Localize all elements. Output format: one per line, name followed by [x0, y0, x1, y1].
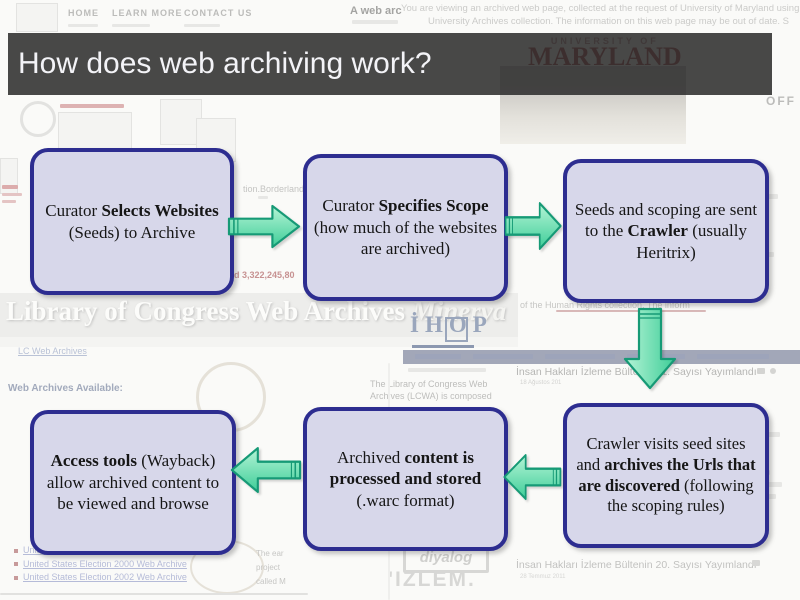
nav-contact: CONTACT US	[184, 8, 253, 18]
red-heading	[60, 104, 124, 108]
nav-subtext	[112, 24, 150, 27]
flow-box-curator-specifies: Curator Specifies Scope (how much of the…	[303, 154, 508, 301]
print-icon	[757, 368, 765, 374]
arrow-left-icon	[230, 446, 302, 494]
minerva-note-3: called M	[256, 577, 286, 586]
flow-box-content-stored: Archived content is processed and stored…	[303, 407, 508, 551]
breadcrumb-line	[408, 368, 486, 372]
arrow-down-icon	[623, 307, 677, 390]
arrow-left-icon	[503, 453, 562, 501]
minerva-note-2: project	[256, 563, 281, 572]
divider	[0, 593, 308, 595]
slide-title: How does web archiving work?	[18, 47, 432, 80]
borderlands-text: tion.Borderlands	[243, 184, 309, 194]
flow-box-text: Access tools (Wayback) allow archived co…	[46, 451, 220, 514]
flow-box-text: Seeds and scoping are sent to the Crawle…	[574, 199, 758, 262]
nav-subtext	[68, 24, 98, 27]
human-rights-fragment: of the Human Rights collection. The info…	[520, 300, 690, 310]
off-text: OFF	[766, 94, 796, 108]
print-icon	[752, 560, 760, 566]
title-bar: How does web archiving work?	[8, 33, 772, 95]
thumbnail	[58, 112, 132, 154]
flow-box-seeds-to-crawler: Seeds and scoping are sent to the Crawle…	[563, 159, 769, 303]
arrow-right-icon	[227, 204, 301, 249]
archive-notice-line2: University Archives collection. The info…	[428, 16, 790, 27]
lc-web-archives-link: LC Web Archives	[18, 346, 87, 356]
bulletin-20-title: İnsan Hakları İzleme Bültenin 20. Sayısı…	[516, 559, 757, 571]
flow-box-crawler-visits: Crawler visits seed sites and archives t…	[563, 403, 769, 548]
flow-box-curator-selects: Curator Selects Websites (Seeds) to Arch…	[30, 148, 234, 295]
archive-notice-line1: You are viewing an archived web page, co…	[401, 3, 800, 14]
bulletin-21-date: 18 Ağustos 201	[520, 380, 562, 386]
nav-home: HOME	[68, 8, 99, 18]
text-line	[258, 196, 268, 199]
share-icon	[770, 368, 776, 374]
loc-desc-line2: Archives (LCWA) is composed	[370, 391, 492, 401]
ihop-logo-box	[445, 317, 468, 342]
arrow-right-icon	[504, 202, 562, 250]
list-item: United States Election 2002 Web Archive	[14, 571, 196, 585]
minerva-note-1: The ear	[256, 549, 284, 558]
flow-box-text: Curator Specifies Scope (how much of the…	[313, 196, 498, 259]
list-item: United States Election 2000 Web Archive	[14, 558, 196, 572]
loc-desc-line1: The Library of Congress Web	[370, 379, 488, 389]
link-underline	[556, 310, 706, 312]
red-text-line	[2, 200, 16, 203]
loc-header: Library of Congress Web Archives Minerva	[6, 296, 507, 326]
red-text-line	[2, 193, 22, 196]
web-arc-text: A web arc	[350, 5, 402, 17]
flow-box-text: Archived content is processed and stored…	[329, 447, 482, 510]
site-logo	[16, 3, 58, 32]
crawl-counter: ted 3,322,245,80	[226, 270, 295, 280]
nav-subtext	[184, 24, 220, 27]
web-arc-sub	[352, 20, 398, 24]
minerva-wordmark: Minerva	[411, 296, 507, 326]
flow-box-access-tools: Access tools (Wayback) allow archived co…	[30, 410, 236, 555]
pbs-logo-icon	[20, 101, 56, 137]
flow-box-text: Curator Selects Websites (Seeds) to Arch…	[45, 200, 219, 242]
red-text-line	[2, 185, 18, 189]
flow-box-text: Crawler visits seed sites and archives t…	[576, 434, 756, 516]
web-archives-available-label: Web Archives Available:	[8, 383, 123, 394]
bulletin-20-date: 28 Temmuz 2011	[520, 574, 566, 580]
izlem-logo: 'IZLEM.	[388, 568, 476, 591]
loc-band-2	[0, 337, 518, 347]
ihop-logo: İHOP	[410, 312, 493, 337]
thumbnail	[160, 99, 202, 145]
ihop-logo-underline	[412, 345, 474, 348]
nav-learn: LEARN MORE	[112, 8, 183, 18]
